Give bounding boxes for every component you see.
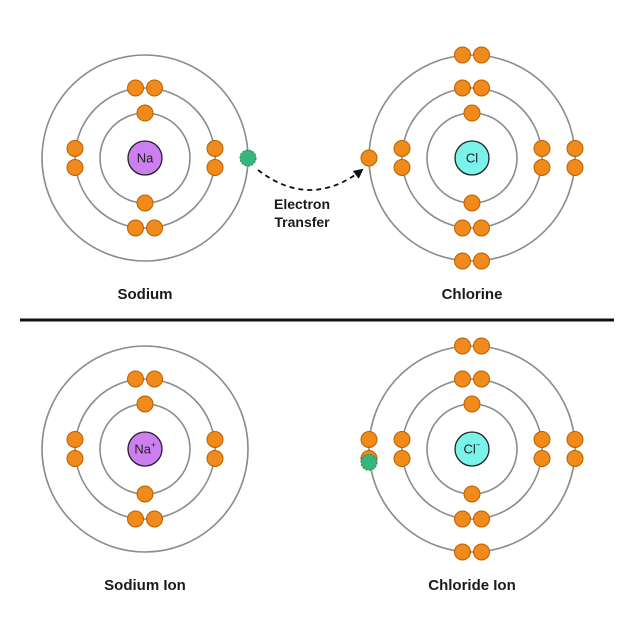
chloride-ion-electron xyxy=(454,510,471,528)
sodium-nucleus xyxy=(127,140,163,176)
chlorine-electron xyxy=(463,194,481,212)
sodium-electron xyxy=(66,159,84,176)
electron-transfer-line1: Electron xyxy=(273,196,330,212)
sodium-ion-symbol: Na+ xyxy=(134,441,156,457)
chlorine-symbol: Cl xyxy=(466,151,478,166)
sodium-ion-electron xyxy=(136,485,154,503)
chlorine-electron xyxy=(454,46,471,64)
chlorine-electron xyxy=(473,46,490,64)
chloride-ion-electron xyxy=(566,431,584,448)
sodium-electron xyxy=(66,140,84,157)
sodium-ion-electron xyxy=(206,450,224,467)
chloride-ion-electron xyxy=(566,450,584,467)
chloride-ion-electron xyxy=(393,450,411,467)
sodium-electron xyxy=(146,219,163,237)
chlorine-electron xyxy=(533,140,551,157)
chlorine-electron xyxy=(454,252,471,270)
sodium-shell-2 xyxy=(74,87,216,229)
chloride-ion-electron xyxy=(473,337,490,355)
chloride-ion-electron xyxy=(393,431,411,448)
sodium-ion-electron xyxy=(66,431,84,448)
chloride-ion-electron xyxy=(533,431,551,448)
chloride-ion-electron xyxy=(473,510,490,528)
sodium-ion-label: Sodium Ion xyxy=(104,577,186,594)
chlorine-electron xyxy=(360,149,378,167)
chlorine-label: Chlorine xyxy=(441,286,503,303)
chloride-ion-electron xyxy=(463,485,481,503)
electron-transfer-arrow xyxy=(257,168,364,191)
sodium-ion-electron xyxy=(146,370,163,388)
chlorine-nucleus xyxy=(454,140,490,176)
chlorine-electron xyxy=(454,79,471,97)
chlorine-electron xyxy=(393,159,411,176)
chloride-ion-label: Chloride Ion xyxy=(428,577,516,594)
chlorine-atom: Cl xyxy=(360,46,584,270)
chlorine-electron xyxy=(533,159,551,176)
chloride-ion-electron xyxy=(454,370,471,388)
sodium-ion-electron xyxy=(136,395,154,413)
sodium-electron xyxy=(136,194,154,212)
chlorine-electron xyxy=(473,79,490,97)
sodium-ion-electron xyxy=(206,431,224,448)
sodium-ion-charge: + xyxy=(151,441,156,450)
sodium-ion-electron xyxy=(66,450,84,467)
chlorine-electron xyxy=(473,219,490,237)
electron-transfer-line2: Transfer xyxy=(274,214,330,230)
chloride-ion-electron xyxy=(533,450,551,467)
chlorine-electron xyxy=(463,104,481,122)
chlorine-electron xyxy=(566,159,584,176)
sodium-electron xyxy=(127,219,144,237)
sodium-ion-electron xyxy=(127,510,144,528)
sodium-electron xyxy=(146,79,163,97)
sodium-ion-atom: Na+ xyxy=(41,345,249,553)
chloride-ion-electron xyxy=(360,431,378,448)
sodium-ion-shell-3 xyxy=(41,345,249,553)
chloride-ion-electron xyxy=(473,370,490,388)
chlorine-electron xyxy=(473,252,490,270)
sodium-electron xyxy=(136,104,154,122)
chlorine-electron xyxy=(454,219,471,237)
electron-transfer-label: Electron Transfer xyxy=(262,195,342,231)
sodium-ion-electron xyxy=(146,510,163,528)
sodium-electron xyxy=(206,159,224,176)
chloride-ion-electron xyxy=(473,543,490,561)
chloride-ion-shell-2 xyxy=(401,378,543,520)
sodium-ion-nucleus xyxy=(127,431,163,467)
sodium-symbol: Na xyxy=(137,151,154,166)
sodium-atom: Na xyxy=(41,54,257,262)
chloride-ion-atom: Cl− xyxy=(360,337,584,561)
chlorine-electron xyxy=(393,140,411,157)
chloride-ion-shell-3 xyxy=(368,345,576,553)
chloride-ion-charge: − xyxy=(476,441,481,450)
chlorine-shell-2 xyxy=(401,87,543,229)
chloride-ion-electron xyxy=(454,337,471,355)
sodium-electron xyxy=(206,140,224,157)
chloride-ion-nucleus xyxy=(454,431,490,467)
sodium-label: Sodium xyxy=(117,286,173,303)
sodium-ion-shell-2 xyxy=(74,378,216,520)
chlorine-electron xyxy=(566,140,584,157)
sodium-electron xyxy=(127,79,144,97)
sodium-ion-electron xyxy=(127,370,144,388)
transferred-electron xyxy=(360,453,378,471)
chloride-ion-electron xyxy=(463,395,481,413)
chloride-ion-electron xyxy=(454,543,471,561)
transferred-electron xyxy=(239,149,257,167)
